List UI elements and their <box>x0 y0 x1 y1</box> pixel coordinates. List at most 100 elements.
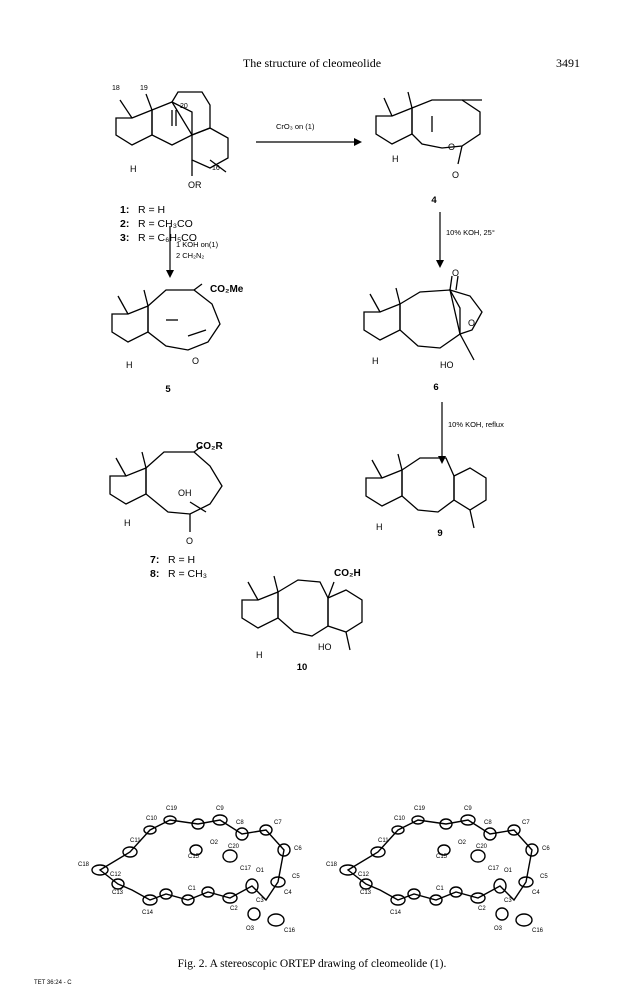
ortep-atom-label: C18 <box>78 862 90 868</box>
page-title: The structure of cleomeolide <box>242 56 382 70</box>
substituent-co2h: CO₂H <box>334 568 361 579</box>
atom-label-o: O <box>468 318 475 328</box>
ortep-atom-label: C1 <box>436 886 444 892</box>
atom-label-h: H <box>124 518 131 528</box>
ortep-atom-label: C14 <box>390 910 402 916</box>
ortep-atom-label: O1 <box>504 868 513 874</box>
reagent-label: 10% KOH, 25° <box>446 228 495 237</box>
compound-1-r-list: 1:R = H 2:R = CH₃CO 3:R = C₆H₅CO <box>120 203 197 245</box>
ortep-atom-label: C15 <box>188 854 200 860</box>
ortep-atom-label: C15 <box>436 854 448 860</box>
atom-label-ho: HO <box>440 360 454 370</box>
compound-7-8-r-list: 7:R = H 8:R = CH₃ <box>150 553 207 581</box>
reagent-label: 2 CH₂N₂ <box>176 251 205 260</box>
ortep-atom-label: O1 <box>256 868 265 874</box>
ortep-left <box>91 814 291 927</box>
atom-label-o: O <box>448 142 455 152</box>
ortep-atom-label: C2 <box>230 906 238 912</box>
substituent-co2me: CO₂Me <box>210 284 244 295</box>
atom-label-o: O <box>452 170 459 180</box>
ortep-atom-label: C11 <box>130 838 141 844</box>
list-item: 1:R = H <box>120 204 166 216</box>
compound-9-structure: H <box>365 453 487 532</box>
reaction-arrow-down <box>166 226 174 278</box>
atom-label-20: 20 <box>180 103 188 110</box>
ortep-atom-label: C5 <box>292 874 300 880</box>
ortep-atom-label: C20 <box>228 844 240 850</box>
ortep-atom-label: O2 <box>458 840 467 846</box>
atom-label-ho: HO <box>318 642 332 652</box>
ortep-atom-label: C13 <box>360 890 372 896</box>
atom-label-h: H <box>126 360 133 370</box>
atom-label-h: H <box>392 154 399 164</box>
atom-label-18: 18 <box>112 85 120 92</box>
atom-label-o: O <box>452 268 459 278</box>
ortep-atom-label: C6 <box>294 846 302 852</box>
compound-10-structure: H HO <box>241 575 363 660</box>
compound-number-5: 5 <box>165 384 171 395</box>
ortep-atom-label: C11 <box>378 838 389 844</box>
list-item: 3:R = C₆H₅CO <box>120 232 197 244</box>
compound-4-structure: O O H <box>375 91 482 180</box>
list-item: 2:R = CH₃CO <box>120 218 193 230</box>
reaction-arrow-right <box>256 138 362 146</box>
substituent-co2r: CO₂R <box>196 441 223 452</box>
compound-number-4: 4 <box>431 195 437 206</box>
ortep-atom-label: C8 <box>236 820 244 826</box>
ortep-atom-label: C6 <box>542 846 550 852</box>
ortep-atom-label: C4 <box>532 890 540 896</box>
atom-label-oh: OH <box>178 488 192 498</box>
ortep-atom-label: O3 <box>246 926 255 932</box>
compound-5-structure: H O <box>111 283 221 370</box>
atom-label-o: O <box>192 356 199 366</box>
footer-code: TET 36:24 - C <box>34 980 72 986</box>
ortep-atom-label: C14 <box>142 910 154 916</box>
ortep-atom-label: C16 <box>284 928 296 934</box>
ortep-atom-label: C19 <box>414 806 426 812</box>
compound-6-structure: O O H HO <box>363 268 483 370</box>
ortep-atom-label: C3 <box>504 898 512 904</box>
ortep-atom-label: C5 <box>540 874 548 880</box>
reaction-arrow-down <box>436 212 444 268</box>
ortep-atom-label: C4 <box>284 890 292 896</box>
ortep-atom-label: C10 <box>394 816 406 822</box>
ortep-atom-label: C2 <box>478 906 486 912</box>
ortep-atom-label: C7 <box>274 820 282 826</box>
compound-number-6: 6 <box>433 382 439 393</box>
atom-label-h: H <box>130 164 137 174</box>
ortep-atom-label: C20 <box>476 844 488 850</box>
atom-label-o: O <box>186 536 193 546</box>
atom-label-or: OR <box>188 180 202 190</box>
list-item: 7:R = H <box>150 554 196 566</box>
ortep-atom-label: C18 <box>326 862 338 868</box>
ortep-atom-label: C3 <box>256 898 264 904</box>
compound-1-structure: 18 19 20 16 H OR <box>112 85 229 190</box>
atom-label-16: 16 <box>212 165 220 172</box>
ortep-atom-label: C9 <box>464 806 472 812</box>
ortep-atom-label: C12 <box>358 872 370 878</box>
ortep-atom-label: C17 <box>488 866 500 872</box>
ortep-atom-label: C16 <box>532 928 544 934</box>
atom-label-h: H <box>372 356 379 366</box>
ortep-atom-label: O2 <box>210 840 219 846</box>
reagent-label: 1 KOH on(1) <box>176 240 219 249</box>
ortep-atom-label: C1 <box>188 886 196 892</box>
reagent-label: 10% KOH, reflux <box>448 420 504 429</box>
ortep-right <box>339 814 539 927</box>
ortep-atom-label: O3 <box>494 926 503 932</box>
figure-caption: Fig. 2. A stereoscopic ORTEP drawing of … <box>177 958 447 970</box>
compound-7-8-structure: H OH O <box>109 445 223 546</box>
atom-label-h: H <box>256 650 263 660</box>
atom-label-h: H <box>376 522 383 532</box>
page-number: 3491 <box>556 56 580 70</box>
ortep-atom-label: C9 <box>216 806 224 812</box>
ortep-atom-label: C19 <box>166 806 178 812</box>
ortep-atom-label: C10 <box>146 816 158 822</box>
atom-label-19: 19 <box>140 85 148 92</box>
ortep-atom-label: C12 <box>110 872 122 878</box>
ortep-atom-label: C7 <box>522 820 530 826</box>
compound-number-10: 10 <box>296 662 308 673</box>
ortep-atom-label: C17 <box>240 866 252 872</box>
list-item: 8:R = CH₃ <box>150 568 207 580</box>
